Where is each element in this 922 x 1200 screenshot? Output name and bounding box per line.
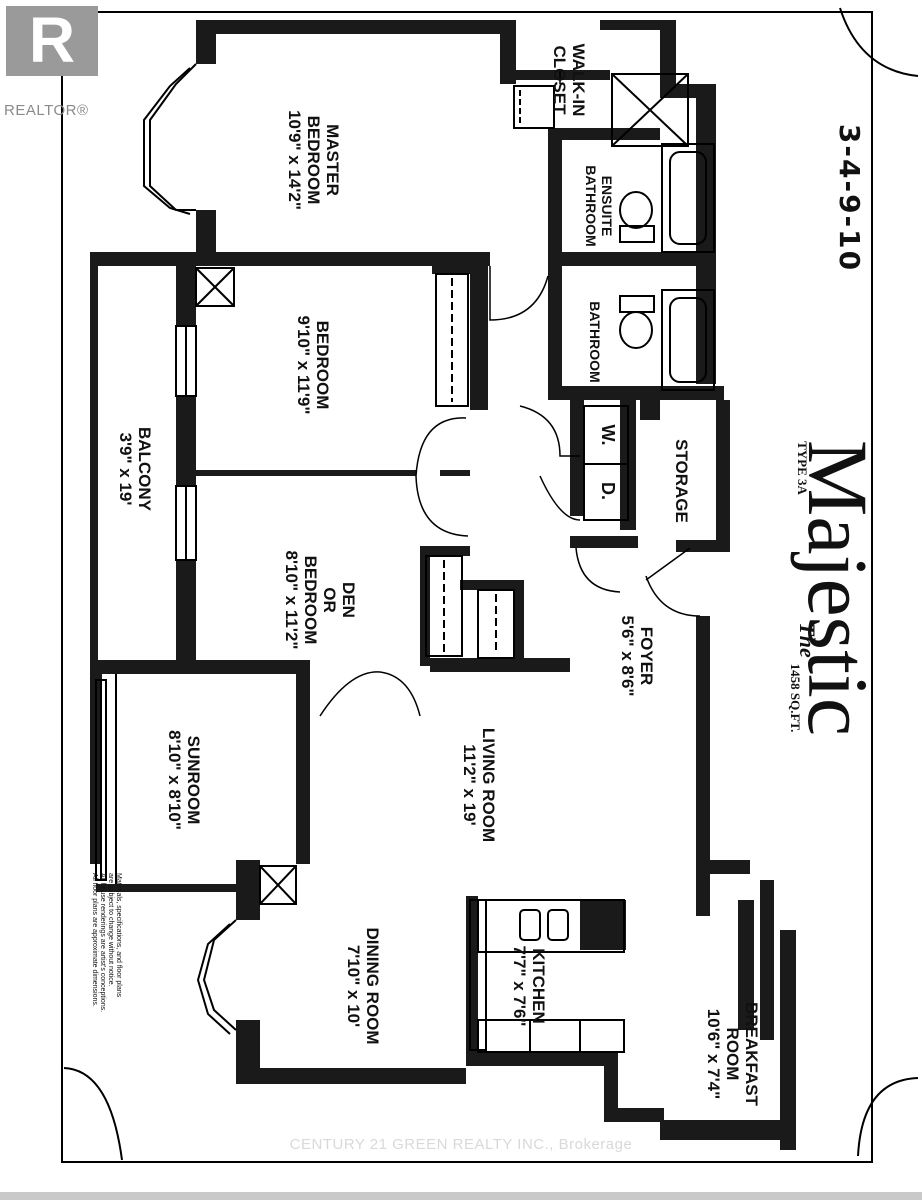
title-name: Majestic bbox=[790, 439, 886, 737]
room-storage-name: STORAGE bbox=[672, 439, 691, 523]
room-kitchen-name: KITCHEN bbox=[529, 948, 548, 1024]
room-ensuite-bathroom: ENSUITE BATHROOM bbox=[575, 161, 615, 251]
bottom-edge-bar bbox=[0, 1192, 922, 1200]
appliance-dryer: D. bbox=[595, 471, 618, 511]
room-master-bedroom: MASTER BEDROOM 10'9" x 14'2" bbox=[282, 90, 342, 230]
realtor-logo: R REALTOR® bbox=[4, 4, 100, 119]
room-bedroom: BEDROOM 9'10" x 11'9" bbox=[292, 305, 332, 425]
disclaimer-line2: are subject to change without notice. bbox=[107, 873, 114, 987]
room-ensuite-name2: BATHROOM bbox=[583, 165, 599, 247]
room-breakfast-room: BREAKFAST ROOM 10'6" x 7'4" bbox=[701, 999, 761, 1109]
disclaimer-line3: All house renderings are artist's concep… bbox=[99, 873, 106, 1013]
room-breakfast-name: BREAKFAST bbox=[742, 1002, 761, 1106]
handwritten-unit-note: 3-4-9-10 bbox=[833, 123, 866, 273]
disclaimer-line4: All floor plans are approximate dimensio… bbox=[91, 873, 98, 1007]
room-foyer-size: 5'6" x 8'6" bbox=[618, 615, 637, 697]
room-dining-room-name: DINING ROOM bbox=[363, 927, 382, 1045]
room-walk-in-closet-name2: CLOSET bbox=[550, 45, 569, 115]
realtor-logo-mark: R bbox=[28, 4, 76, 76]
appliance-dryer-label: D. bbox=[598, 482, 618, 500]
disclaimer-line1: Materials, specifications, and floor pla… bbox=[115, 873, 122, 998]
disclaimer: Materials, specifications, and floor pla… bbox=[88, 873, 122, 1053]
room-sunroom: SUNROOM 8'10" x 8'10" bbox=[163, 720, 203, 840]
room-bathroom: BATHROOM bbox=[584, 292, 604, 392]
room-dining-room-size: 7'10" x 10' bbox=[344, 944, 363, 1028]
windows bbox=[95, 63, 237, 1035]
room-walk-in-closet-name: WALK-IN bbox=[569, 43, 588, 117]
room-storage: STORAGE bbox=[669, 431, 691, 531]
room-master-bedroom-name2: BEDROOM bbox=[304, 115, 323, 205]
room-sunroom-size: 8'10" x 8'10" bbox=[165, 730, 184, 830]
realtor-logo-text: REALTOR® bbox=[4, 102, 89, 119]
realtor-logo-box bbox=[6, 6, 98, 76]
corner-arc-bottom-left bbox=[63, 1067, 123, 1161]
room-den-name: DEN bbox=[339, 582, 358, 618]
room-den: DEN OR BEDROOM 8'10" x 11'2" bbox=[278, 535, 358, 665]
room-den-size: 8'10" x 11'2" bbox=[282, 550, 301, 650]
room-balcony: BALCONY 3'9" x 19' bbox=[114, 409, 154, 529]
room-master-bedroom-size: 10'9" x 14'2" bbox=[285, 110, 304, 210]
room-bedroom-size: 9'10" x 11'9" bbox=[294, 315, 313, 415]
fixtures bbox=[195, 73, 715, 1053]
room-breakfast-name2: ROOM bbox=[723, 1027, 742, 1081]
room-bedroom-name: BEDROOM bbox=[313, 320, 332, 410]
room-kitchen-size: 7'7" x 7'6" bbox=[510, 945, 529, 1027]
room-dining-room: DINING ROOM 7'10" x 10' bbox=[342, 911, 382, 1061]
room-ensuite-name: ENSUITE bbox=[599, 175, 615, 237]
room-living-room-name: LIVING ROOM bbox=[479, 727, 498, 843]
room-master-bedroom-name: MASTER bbox=[323, 124, 342, 196]
room-foyer-name: FOYER bbox=[637, 626, 656, 686]
title-area: 1458 SQ.FT. bbox=[788, 663, 803, 733]
room-foyer: FOYER 5'6" x 8'6" bbox=[616, 596, 656, 716]
room-living-room: LIVING ROOM 11'2" x 19' bbox=[458, 720, 498, 850]
doors bbox=[319, 70, 701, 717]
room-sunroom-name: SUNROOM bbox=[184, 735, 203, 825]
appliance-washer-label: W. bbox=[598, 424, 618, 446]
room-balcony-size: 3'9" x 19' bbox=[116, 432, 135, 506]
room-kitchen: KITCHEN 7'7" x 7'6" bbox=[508, 926, 548, 1046]
page-border bbox=[61, 11, 873, 1163]
appliance-washer: W. bbox=[595, 415, 618, 455]
title-the: The bbox=[795, 622, 820, 658]
room-living-room-size: 11'2" x 19' bbox=[460, 744, 479, 826]
brokerage-watermark: CENTURY 21 GREEN REALTY INC., Brokerage bbox=[289, 1136, 633, 1153]
room-den-or: OR bbox=[320, 587, 339, 613]
room-walk-in-closet: WALK-IN CLOSET bbox=[548, 40, 588, 120]
corner-arc-top-right bbox=[839, 7, 919, 77]
room-den-name3: BEDROOM bbox=[301, 555, 320, 645]
room-balcony-name: BALCONY bbox=[135, 426, 154, 512]
room-bathroom-name: BATHROOM bbox=[587, 301, 603, 383]
room-breakfast-size: 10'6" x 7'4" bbox=[704, 1008, 723, 1100]
corner-arc-bottom-right bbox=[857, 1077, 919, 1157]
